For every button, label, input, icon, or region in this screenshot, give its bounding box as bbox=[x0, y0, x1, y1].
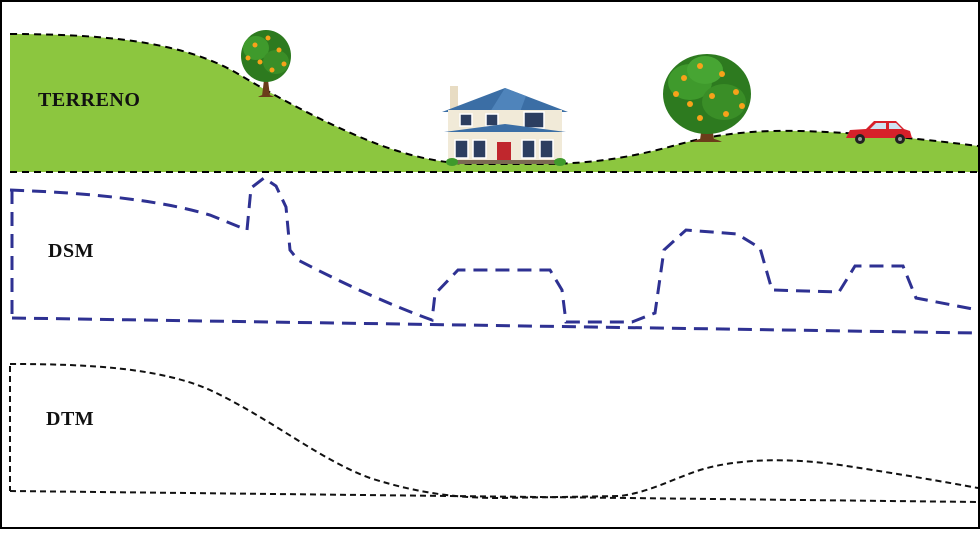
terrain-label: TERRENO bbox=[38, 89, 140, 112]
dsm-label: DSM bbox=[48, 240, 94, 263]
dtm-label: DTM bbox=[46, 408, 94, 431]
